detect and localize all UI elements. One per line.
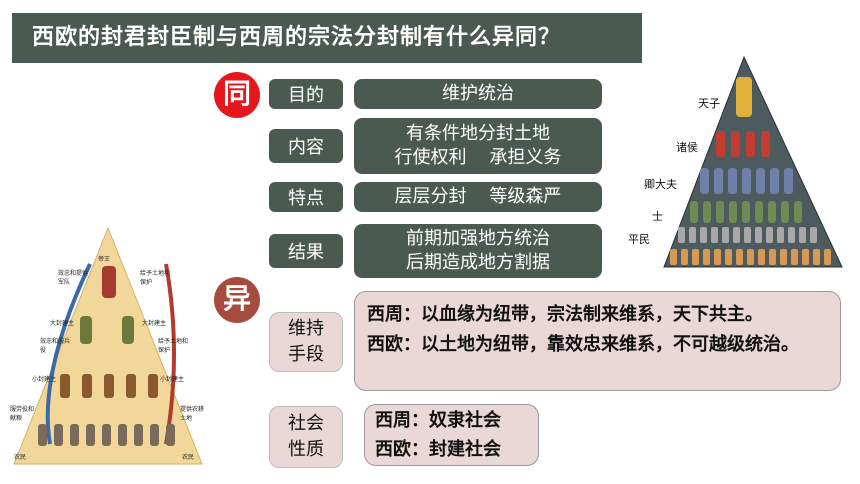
same-label-content: 内容 (269, 129, 343, 163)
diff-label-nature-2: 性质 (288, 439, 324, 460)
zhou-level-zhuhou: 诸侯 (676, 141, 698, 154)
same-label-feature: 特点 (269, 182, 343, 212)
same-value-purpose-line: 维护统治 (442, 83, 514, 104)
eu-small-lord-left: 小封建主 (32, 376, 57, 383)
zhou-level-shi: 士 (652, 210, 663, 223)
eu-grant-top: 给予土地和保护 (140, 270, 171, 286)
diff-means-zhou: 西周：以血缘为纽带，宗法制来维系，天下共主。 (367, 304, 763, 325)
eu-loyalty-low: 服劳役和献粮 (10, 406, 35, 422)
diff-value-means: 西周：以血缘为纽带，宗法制来维系，天下共主。 西欧：以土地为纽带，靠效忠来维系，… (354, 291, 841, 391)
diff-means-europe: 西欧：以土地为纽带，靠效忠来维系，不可越级统治。 (367, 334, 799, 355)
same-value-purpose: 维护统治 (354, 79, 602, 109)
diff-label-means-2: 手段 (288, 344, 324, 365)
zhou-pyramid-graphic (663, 55, 843, 268)
eu-small-lord-right: 小封建主 (160, 376, 185, 383)
zhou-pyramid: 天子 诸侯 卿大夫 士 平民 (628, 55, 844, 270)
eu-king-label: 帝王 (98, 256, 111, 263)
diff-label-nature-1: 社会 (288, 413, 324, 434)
diff-marker: 异 (214, 277, 260, 323)
eu-loyalty-top: 效忠和提供军队 (58, 270, 89, 286)
diff-label-means: 维持 手段 (269, 312, 343, 372)
same-value-result: 前期加强地方统治 后期造成地方割据 (354, 224, 602, 278)
europe-pyramid: 帝王 给予土地和保护 效忠和提供军队 大封建主 大封建主 给予土地和保护 效忠和… (10, 224, 206, 468)
same-label-purpose: 目的 (269, 79, 343, 109)
diff-label-nature: 社会 性质 (269, 406, 343, 468)
eu-peasant-right: 农民 (182, 454, 195, 461)
diff-nature-zhou: 西周：奴隶社会 (375, 410, 501, 431)
same-value-feature: 层层分封 等级森严 (354, 182, 602, 212)
eu-loyalty-mid: 效忠和服兵役 (40, 338, 71, 354)
zhou-level-tianzi: 天子 (698, 97, 720, 110)
europe-pyramid-graphic (13, 226, 203, 465)
same-value-content: 有条件地分封土地 行使权利 承担义务 (354, 118, 602, 174)
same-value-feature-line: 层层分封 等级森严 (394, 186, 562, 207)
eu-big-lord-right: 大封建主 (142, 320, 167, 327)
same-value-result-line-2: 后期造成地方割据 (406, 252, 550, 273)
zhou-level-pingmin: 平民 (628, 233, 650, 246)
eu-grant-mid: 给予土地和保护 (158, 338, 189, 354)
same-value-result-line-1: 前期加强地方统治 (406, 228, 550, 249)
page-title: 西欧的封君封臣制与西周的宗法分封制有什么异同？ (12, 13, 642, 63)
diff-nature-europe: 西欧：封建社会 (375, 439, 501, 460)
same-value-content-line-1: 有条件地分封土地 (406, 123, 550, 144)
same-label-result: 结果 (269, 234, 343, 268)
diff-value-nature: 西周：奴隶社会 西欧：封建社会 (364, 404, 539, 466)
same-value-content-line-2: 行使权利 承担义务 (394, 147, 562, 168)
eu-big-lord-left: 大封建主 (50, 320, 75, 327)
eu-grant-low: 提供农耕土地 (180, 406, 205, 422)
eu-peasant-left: 农民 (14, 454, 27, 461)
diff-label-means-1: 维持 (288, 318, 324, 339)
zhou-level-qingdafu: 卿大夫 (644, 178, 677, 191)
same-marker: 同 (214, 72, 260, 118)
